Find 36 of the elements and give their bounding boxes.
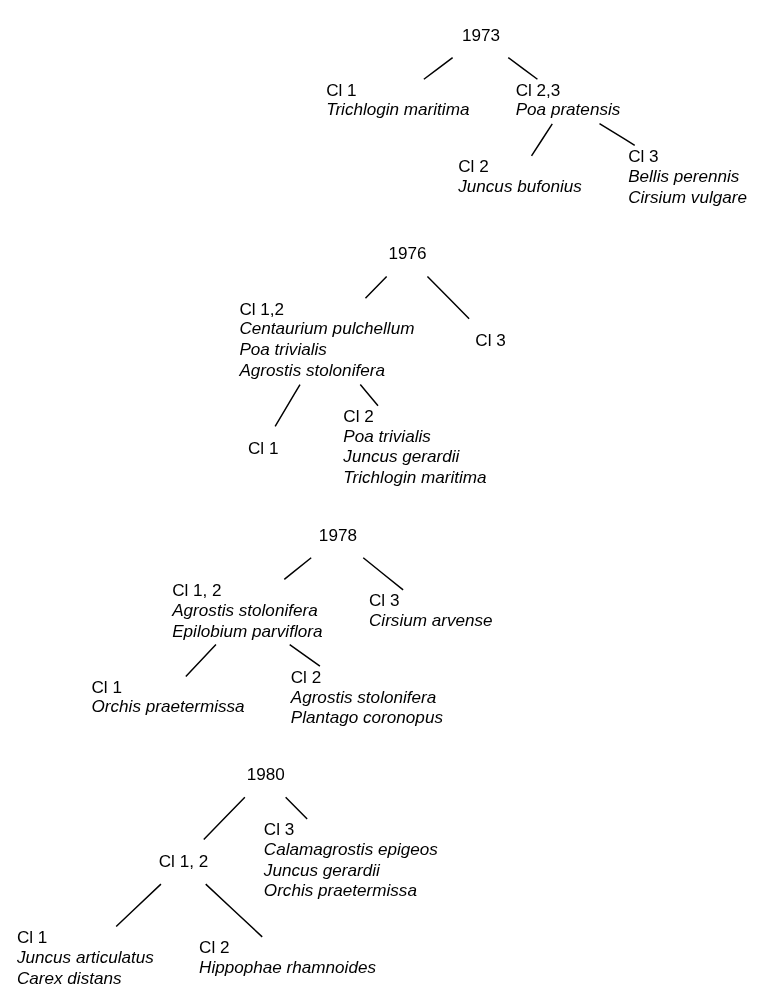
connector [283,557,312,581]
node-text: Cl 1,2 Centaurium pulchellum Poa trivialis Agrostis stolonifera [239,299,415,380]
connector [507,56,539,80]
node-text: Cl 3 Calamagrostis epigeos Juncus gerardii Orchis praetermissa [263,820,438,901]
node-text: Cl 3 [475,331,506,351]
node-text: 1978 [318,525,357,545]
node-text: 1973 [461,25,500,45]
node-text: Cl 2 Agrostis stolonifera Plantago coronopus [290,668,443,728]
node-text: Cl 1 [247,438,279,458]
node-text: Cl 1 Trichlogin maritima [326,80,470,120]
node-text: Cl 2,3 Poa pratensis [515,80,621,120]
node-text: Cl 2 Poa trivialis Juncus gerardii Trichlogin maritima [343,407,487,488]
connector [423,56,454,80]
node-text: Cl 3 Cirsium arvense [369,591,493,630]
connector [598,122,636,147]
connector [274,383,301,428]
connector [530,123,553,157]
node-text: 1980 [246,765,285,785]
connector [359,383,379,407]
connector [362,557,404,591]
connector [364,275,388,299]
connector [284,796,308,820]
node-text: Cl 1 Orchis praetermissa [91,677,245,717]
node-text: Cl 1, 2 [158,852,209,872]
connector [115,883,162,928]
connector [426,275,470,320]
node-text: Cl 3 Bellis perennis Cirsium vulgare [628,147,748,207]
node-text: Cl 2 Juncus bufonius [458,157,582,196]
connector [288,643,321,667]
connector [203,796,246,841]
node-text: Cl 1, 2 Agrostis stolonifera Epilobium parviflora [172,581,323,641]
connector [185,643,217,678]
node-text: Cl 2 Hippophae rhamnoides [199,938,377,977]
node-text: Cl 1 Juncus articulatus Carex distans [16,928,154,988]
connector [204,883,263,938]
node-text: 1976 [388,244,427,264]
